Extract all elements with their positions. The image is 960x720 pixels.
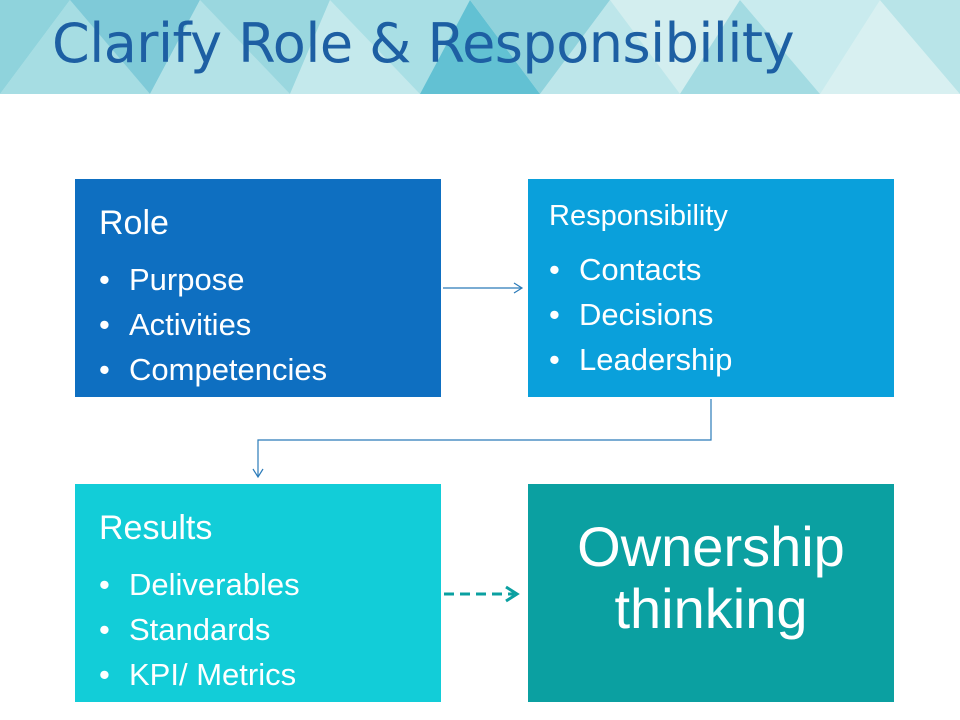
- list-item: •Standards: [99, 607, 441, 652]
- list-item: •Contacts: [549, 247, 894, 292]
- arrow-responsibility-to-results: [252, 399, 712, 479]
- responsibility-heading: Responsibility: [549, 200, 728, 232]
- results-box: Results •Deliverables •Standards •KPI/ M…: [75, 484, 441, 702]
- role-list: •Purpose •Activities •Competencies: [99, 257, 441, 392]
- list-item: •Competencies: [99, 347, 441, 392]
- bullet-icon: •: [99, 262, 110, 297]
- role-heading: Role: [99, 204, 169, 242]
- ownership-box: Ownership thinking: [528, 484, 894, 702]
- page-title: Clarify Role & Responsibility: [52, 12, 795, 75]
- bullet-icon: •: [99, 657, 110, 692]
- ownership-line-1: Ownership: [577, 515, 845, 578]
- list-item: •Activities: [99, 302, 441, 347]
- triangle-pattern-background: [0, 0, 960, 94]
- list-item: •Purpose: [99, 257, 441, 302]
- ownership-line-2: thinking: [614, 577, 808, 640]
- results-list: •Deliverables •Standards •KPI/ Metrics: [99, 562, 441, 697]
- bullet-icon: •: [549, 342, 560, 377]
- responsibility-box: Responsibility •Contacts •Decisions •Lea…: [528, 179, 894, 397]
- ownership-text: Ownership thinking: [577, 516, 845, 640]
- list-item: •Deliverables: [99, 562, 441, 607]
- title-banner: Clarify Role & Responsibility: [0, 0, 960, 94]
- list-item: •Leadership: [549, 337, 894, 382]
- list-item: •KPI/ Metrics: [99, 652, 441, 697]
- bullet-icon: •: [549, 297, 560, 332]
- bullet-icon: •: [99, 567, 110, 602]
- bullet-icon: •: [549, 252, 560, 287]
- results-heading: Results: [99, 509, 213, 547]
- bullet-icon: •: [99, 612, 110, 647]
- bullet-icon: •: [99, 307, 110, 342]
- role-box: Role •Purpose •Activities •Competencies: [75, 179, 441, 397]
- list-item: •Decisions: [549, 292, 894, 337]
- arrow-role-to-responsibility: [443, 282, 524, 294]
- dashed-arrow-results-to-ownership: [444, 585, 520, 603]
- bullet-icon: •: [99, 352, 110, 387]
- responsibility-list: •Contacts •Decisions •Leadership: [549, 247, 894, 382]
